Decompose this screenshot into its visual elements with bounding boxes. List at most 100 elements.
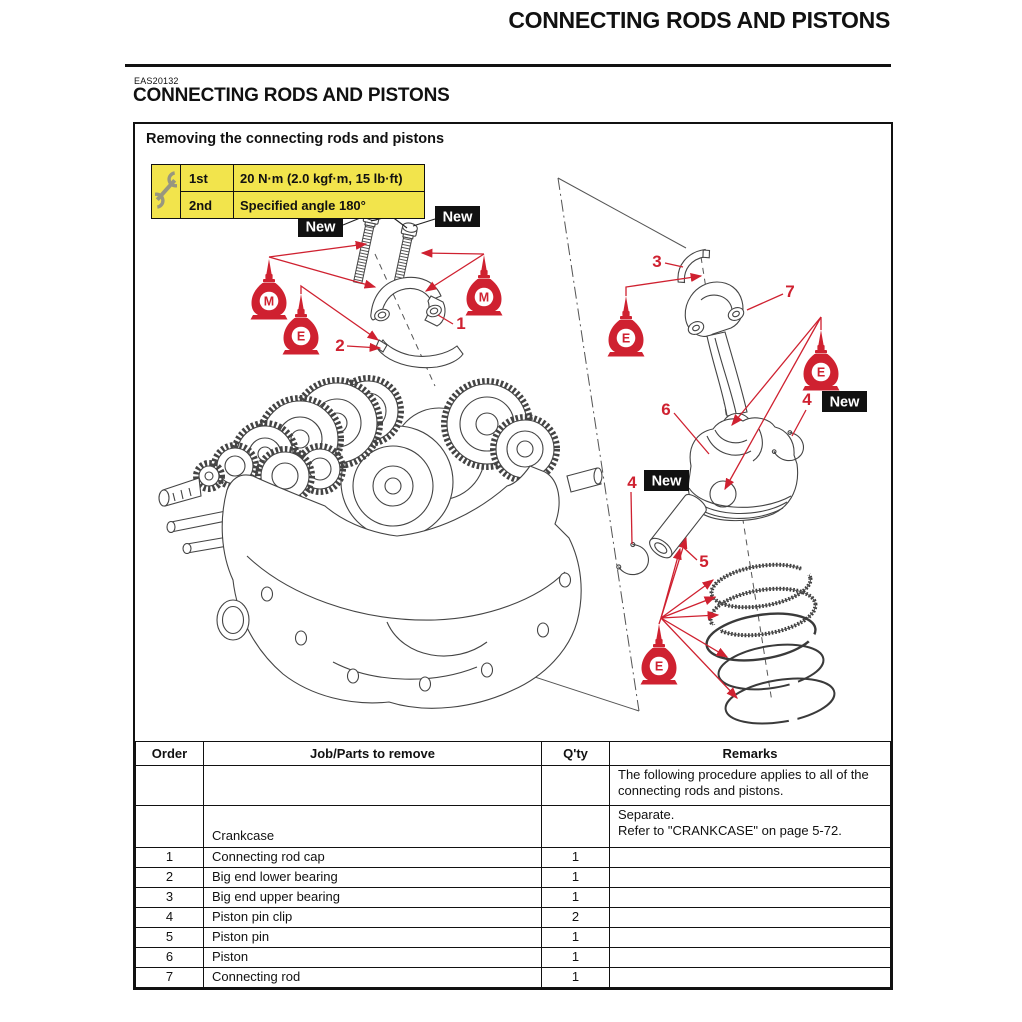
callout-6: 6	[661, 400, 670, 419]
oil-bottle-engine-oil-icon: E	[640, 624, 678, 685]
svg-text:E: E	[655, 659, 663, 673]
cell-remarks	[609, 967, 891, 988]
cell-remarks	[609, 927, 891, 948]
table-row: 7 Connecting rod 1	[135, 967, 891, 988]
svg-text:New: New	[830, 395, 861, 411]
cell-order	[135, 765, 204, 806]
exploded-view-diagram: M E M E E E	[158, 177, 867, 725]
table-row: 4 Piston pin clip 2	[135, 907, 891, 928]
rod-piston-group	[616, 248, 836, 725]
svg-text:M: M	[479, 290, 489, 304]
page-header-title: CONNECTING RODS AND PISTONS	[508, 7, 890, 33]
cell-qty: 1	[541, 867, 610, 888]
callout-4: 4	[627, 473, 637, 492]
oil-bottle-engine-oil-icon: E	[607, 296, 645, 357]
svg-text:New: New	[443, 210, 474, 226]
table-row: 1 Connecting rod cap 1	[135, 847, 891, 868]
table-row: 2 Big end lower bearing 1	[135, 867, 891, 888]
cell-job: Crankcase	[203, 805, 542, 848]
cell-order: 3	[135, 887, 204, 908]
rod-cap-and-bolts	[352, 210, 464, 369]
table-row: 3 Big end upper bearing 1	[135, 887, 891, 908]
callout-7: 7	[785, 282, 794, 301]
figure-caption: Removing the connecting rods and pistons	[146, 131, 445, 147]
cell-job: Piston	[203, 947, 542, 968]
header-rule	[125, 64, 891, 67]
figure-area: Removing the connecting rods and pistons…	[135, 124, 891, 741]
parts-table-header: Order Job/Parts to remove Q'ty Remarks	[135, 741, 891, 766]
svg-text:M: M	[264, 294, 274, 308]
oil-bottle-molybdenum-icon: M	[465, 255, 503, 316]
cell-qty: 1	[541, 927, 610, 948]
cell-remarks	[609, 847, 891, 868]
parts-table: Order Job/Parts to remove Q'ty Remarks T…	[135, 741, 891, 988]
table-row: 6 Piston 1	[135, 947, 891, 968]
cell-order: 5	[135, 927, 204, 948]
col-order: Order	[135, 741, 204, 766]
big-end-lower-bearing	[376, 339, 464, 369]
callout-5: 5	[699, 552, 708, 571]
callout-1: 1	[456, 314, 465, 333]
cell-job: Connecting rod	[203, 967, 542, 988]
svg-text:E: E	[297, 329, 305, 343]
callout-4: 4	[802, 390, 812, 409]
col-qty: Q'ty	[541, 741, 610, 766]
cell-job	[203, 765, 542, 806]
page-title: CONNECTING RODS AND PISTONS	[133, 85, 450, 106]
cell-remarks	[609, 887, 891, 908]
cell-order: 1	[135, 847, 204, 868]
cell-job: Big end upper bearing	[203, 887, 542, 908]
cell-qty	[541, 805, 610, 848]
cell-remarks	[609, 947, 891, 968]
cell-job: Connecting rod cap	[203, 847, 542, 868]
cell-qty: 2	[541, 907, 610, 928]
callout-2: 2	[335, 336, 344, 355]
cell-qty: 1	[541, 947, 610, 968]
torque-step-1: 1st	[180, 164, 234, 192]
torque-step-2: 2nd	[180, 191, 234, 219]
svg-text:New: New	[652, 474, 683, 490]
cell-remarks: Separate. Refer to "CRANKCASE" on page 5…	[609, 805, 891, 848]
big-end-upper-bearing	[677, 248, 711, 284]
cell-qty	[541, 765, 610, 806]
svg-text:E: E	[622, 331, 630, 345]
cell-qty: 1	[541, 847, 610, 868]
cell-order: 7	[135, 967, 204, 988]
torque-value-1: 20 N·m (2.0 kgf·m, 15 lb·ft)	[233, 164, 425, 192]
svg-text:E: E	[817, 365, 825, 379]
cell-qty: 1	[541, 967, 610, 988]
oil-bottle-molybdenum-icon: M	[250, 259, 288, 320]
svg-text:New: New	[306, 220, 337, 236]
wrench-icon	[148, 164, 184, 219]
cell-job: Piston pin	[203, 927, 542, 948]
piston-pin-clip-right	[771, 430, 805, 462]
new-label: New	[822, 391, 867, 412]
table-row: Crankcase Separate. Refer to "CRANKCASE"…	[135, 805, 891, 848]
piston-pin-clip-left	[616, 541, 649, 576]
figure-box: Removing the connecting rods and pistons…	[133, 122, 893, 990]
cell-qty: 1	[541, 887, 610, 908]
red-leader-lines	[268, 240, 822, 699]
piston-rings	[705, 562, 836, 725]
cell-job: Piston pin clip	[203, 907, 542, 928]
new-label: New	[435, 206, 480, 227]
table-row: 5 Piston pin 1	[135, 927, 891, 948]
connecting-rod-cap	[370, 276, 442, 321]
rod-bolt-left	[352, 210, 380, 285]
new-label: New	[298, 216, 343, 237]
callout-3: 3	[652, 252, 661, 271]
cell-order: 6	[135, 947, 204, 968]
cell-remarks	[609, 867, 891, 888]
table-row: The following procedure applies to all o…	[135, 765, 891, 806]
torque-spec-table: 1st 20 N·m (2.0 kgf·m, 15 lb·ft) 2nd Spe…	[148, 164, 425, 219]
crankcase-illustration	[158, 375, 603, 709]
cell-order: 4	[135, 907, 204, 928]
new-label: New	[644, 470, 689, 491]
cell-order: 2	[135, 867, 204, 888]
piston-pin	[649, 494, 707, 559]
section-code: EAS20132	[134, 76, 179, 86]
cell-remarks: The following procedure applies to all o…	[609, 765, 891, 806]
cell-job: Big end lower bearing	[203, 867, 542, 888]
oil-bottle-engine-oil-icon: E	[802, 330, 840, 391]
cell-order	[135, 805, 204, 848]
